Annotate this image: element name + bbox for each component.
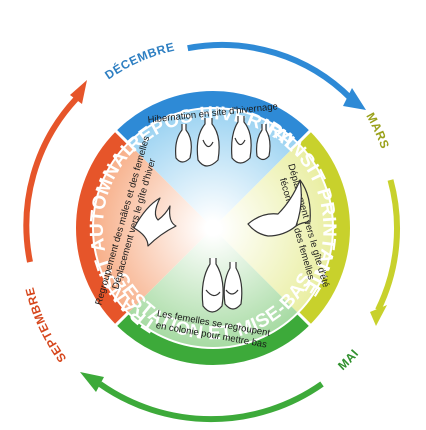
outer-arrows: [23, 41, 400, 423]
mother-bats-cluster-icon: [201, 258, 243, 313]
arrow-spring-head: [370, 305, 387, 326]
arrow-winter: [187, 41, 353, 101]
month-septembre: SEPTEMBRE: [23, 286, 70, 365]
arrow-winter-head: [343, 88, 366, 110]
month-mai: MAI: [335, 346, 361, 373]
band-repos-hivernal: [115, 89, 311, 144]
arrow-summer: [98, 381, 324, 423]
flying-bat-right-icon: [247, 179, 311, 237]
arrow-spring: [375, 179, 400, 312]
arrow-summer-head: [80, 372, 104, 392]
band-transit-automnal: [74, 130, 129, 326]
band-transit-printanier: [297, 130, 352, 326]
arrow-autumn: [23, 96, 79, 263]
outer-bands: [74, 89, 352, 367]
arrow-autumn-head: [70, 80, 87, 104]
month-mars: MARS: [363, 110, 392, 151]
flying-bat-left-icon: [133, 197, 177, 247]
hanging-bats-icon: [175, 116, 271, 167]
quadrant-hiver: [128, 107, 298, 228]
band-gestation: [115, 312, 311, 367]
bat-illustrations: [133, 116, 311, 313]
month-decembre: DÉCEMBRE: [102, 40, 176, 83]
